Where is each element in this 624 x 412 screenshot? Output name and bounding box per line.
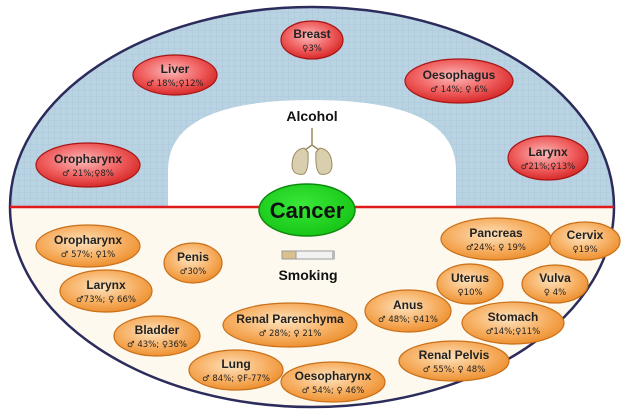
site-value: ♀ 4%: [544, 288, 566, 298]
smoking-oval-shape: [35, 224, 141, 268]
site-name: Stomach: [488, 310, 539, 324]
alcohol-oval-breast: Breast ♀3%: [280, 20, 344, 60]
site-value: ♂ 14%; ♀ 6%: [430, 85, 487, 95]
site-value: ♀10%: [457, 288, 482, 298]
site-name: Oropharynx: [54, 233, 122, 247]
alcohol-oval-shape: [280, 20, 344, 60]
smoking-oval-renal-pelvis: Renal Pelvis ♂ 55%; ♀ 48%: [398, 340, 510, 382]
smoking-label: Smoking: [278, 267, 337, 283]
site-name: Anus: [393, 298, 423, 312]
smoking-oval-pancreas: Pancreas ♂24%; ♀ 19%: [440, 217, 552, 261]
cancer-label: Cancer: [270, 198, 345, 223]
smoking-oval-oesopharynx: Oesopharynx ♂ 54%; ♀ 46%: [280, 361, 386, 403]
smoking-oval-renal-parenchyma: Renal Parenchyma ♂ 28%; ♀ 21%: [222, 302, 358, 348]
site-value: ♂ 54%; ♀ 46%: [302, 386, 365, 396]
alcohol-label: Alcohol: [286, 108, 337, 124]
alcohol-oval-shape: [132, 54, 218, 96]
site-value: ♀3%: [302, 44, 322, 54]
site-value: ♂21%;♀13%: [521, 162, 576, 172]
smoking-oval-shape: [398, 340, 510, 382]
site-value: ♂ 28%; ♀ 21%: [259, 329, 322, 339]
site-name: Bladder: [135, 323, 180, 337]
alcohol-oval-shape: [507, 135, 589, 181]
site-value: ♂ 48%; ♀41%: [378, 315, 438, 325]
site-value: ♂ 21%;♀8%: [62, 169, 114, 179]
site-name: Oesopharynx: [295, 369, 372, 383]
cigarette-icon: [281, 250, 335, 260]
smoking-oval-bladder: Bladder ♂ 43%; ♀36%: [113, 315, 201, 357]
site-name: Lung: [221, 357, 250, 371]
smoking-oval-shape: [521, 264, 589, 304]
smoking-oval-shape: [188, 349, 284, 391]
smoking-oval-vulva: Vulva ♀ 4%: [521, 264, 589, 304]
site-name: Oesophagus: [423, 68, 496, 82]
alcohol-oval-oesophagus: Oesophagus ♂ 14%; ♀ 6%: [404, 58, 514, 104]
site-name: Liver: [161, 62, 190, 76]
smoking-oval-shape: [222, 302, 358, 348]
smoking-oval-shape: [461, 301, 565, 345]
site-name: Breast: [293, 27, 330, 41]
site-value: ♂ 18%;♀12%: [146, 79, 203, 89]
smoking-oval-anus: Anus ♂ 48%; ♀41%: [364, 289, 452, 333]
site-name: Renal Parenchyma: [236, 312, 344, 326]
alcohol-oval-shape: [35, 142, 141, 188]
site-name: Larynx: [86, 278, 126, 292]
smoking-oval-oropharynx: Oropharynx ♂ 57%; ♀1%: [35, 224, 141, 268]
site-name: Renal Pelvis: [419, 348, 490, 362]
smoking-oval-shape: [163, 242, 223, 284]
site-value: ♂ 57%; ♀1%: [61, 250, 116, 260]
cancer-center-oval: [258, 183, 356, 237]
smoking-oval-shape: [436, 263, 504, 305]
alcohol-oval-shape: [404, 58, 514, 104]
smoking-oval-larynx: Larynx ♂73%; ♀ 66%: [59, 269, 153, 313]
site-name: Uterus: [451, 271, 489, 285]
smoking-oval-shape: [364, 289, 452, 333]
smoking-oval-lung: Lung ♂ 84%; ♀F-77%: [188, 349, 284, 391]
smoking-oval-uterus: Uterus ♀10%: [436, 263, 504, 305]
alcohol-oval-oropharynx: Oropharynx ♂ 21%;♀8%: [35, 142, 141, 188]
site-value: ♂ 84%; ♀F-77%: [202, 374, 270, 384]
smoking-oval-shape: [59, 269, 153, 313]
smoking-oval-cervix: Cervix ♀19%: [549, 221, 621, 261]
site-value: ♂ 55%; ♀ 48%: [423, 365, 486, 375]
site-value: ♂ 43%; ♀36%: [127, 340, 187, 350]
site-value: ♂24%; ♀ 19%: [466, 243, 526, 253]
smoking-oval-shape: [113, 315, 201, 357]
smoking-oval-shape: [549, 221, 621, 261]
site-name: Oropharynx: [54, 152, 122, 166]
site-ovals: Breast ♀3% Liver ♂ 18%;♀12% Oesophagus ♂ 14%;…: [35, 20, 621, 403]
smoking-oval-shape: [280, 361, 386, 403]
smoking-oval-stomach: Stomach ♂14%;♀11%: [461, 301, 565, 345]
lungs-icon: [291, 128, 333, 175]
site-value: ♂14%;♀11%: [486, 327, 541, 337]
site-value: ♀19%: [572, 245, 597, 255]
site-name: Penis: [177, 250, 209, 264]
smoking-oval-penis: Penis ♂30%: [163, 242, 223, 284]
site-name: Vulva: [539, 271, 571, 285]
site-value: ♂73%; ♀ 66%: [76, 295, 136, 305]
site-name: Pancreas: [469, 226, 523, 240]
alcohol-inner-arch: [168, 100, 456, 207]
site-name: Larynx: [528, 145, 568, 159]
site-value: ♂30%: [180, 267, 207, 277]
alcohol-oval-larynx: Larynx ♂21%;♀13%: [507, 135, 589, 181]
alcohol-oval-liver: Liver ♂ 18%;♀12%: [132, 54, 218, 96]
site-name: Cervix: [567, 228, 604, 242]
